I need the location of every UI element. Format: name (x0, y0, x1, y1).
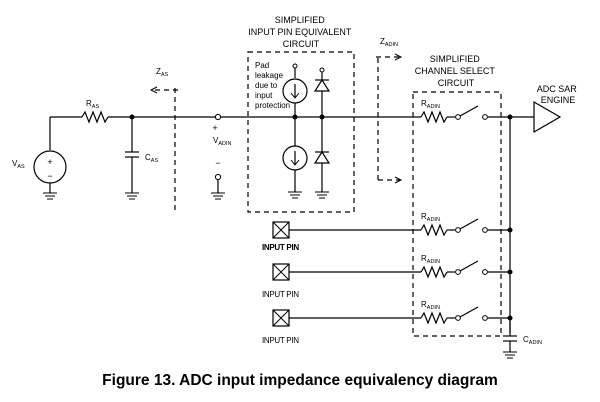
protection-diode-upper (313, 67, 331, 117)
capacitor-cas (125, 114, 139, 200)
main-signal-wire (49, 110, 534, 150)
channel-switch-3 (455, 260, 488, 275)
current-source-lower (282, 117, 308, 199)
input-pin-label-3: INPUT PIN (262, 290, 299, 299)
input-pin-3 (272, 263, 290, 281)
cas-label: CAS (145, 153, 158, 164)
current-source-upper (282, 63, 308, 117)
input-pin-label-2: INPUT PIN (262, 243, 299, 252)
channel-switch-4 (455, 306, 488, 321)
channel-select-box (412, 91, 502, 337)
zadin-label: ZADIN (380, 37, 398, 48)
source-plus: + (47, 157, 52, 167)
svg-text:+: + (212, 123, 217, 133)
vas-label: VAS (12, 159, 25, 170)
capacitor-cadin (503, 318, 517, 359)
vadin-label: VADIN (213, 136, 232, 147)
voltage-source-vas: + − (33, 150, 67, 200)
bus-node-1 (507, 114, 513, 120)
channel-switch-1 (455, 105, 488, 120)
zadin-arrow-lower (378, 176, 403, 184)
input-pin-equivalent-box (247, 51, 355, 213)
radin-label-1: RADIN (421, 99, 440, 110)
source-minus: − (47, 171, 52, 181)
adc-impedance-diagram: + − VAS RAS CAS ZAS + − (12, 15, 580, 359)
zas-arrow (149, 86, 178, 94)
input-pin-label-4: INPUT PIN (262, 336, 299, 345)
protection-diode-lower (313, 117, 331, 199)
pad-leakage-note: Pad leakage due to input protection (255, 61, 290, 110)
adc-sar-engine-label: ADC SAR ENGINE (537, 84, 580, 105)
channel-switch-2 (455, 218, 488, 233)
vadin-node: + − (211, 113, 225, 200)
zas-label: ZAS (156, 67, 169, 78)
radin-label-3: RADIN (421, 254, 440, 265)
cadin-label: CADIN (523, 335, 542, 346)
figure-caption: Figure 13. ADC input impedance equivalen… (102, 372, 498, 389)
input-pin-4 (272, 309, 290, 327)
input-pin-2 (272, 221, 290, 239)
input-pin-equivalent-title: SIMPLIFIED INPUT PIN EQUIVALENT CIRCUIT (248, 15, 354, 49)
radin-label-4: RADIN (421, 300, 440, 311)
adc-sar-engine-symbol (533, 100, 562, 134)
channel-select-title: SIMPLIFIED CHANNEL SELECT CIRCUIT (415, 54, 498, 88)
zadin-arrow (376, 53, 403, 61)
svg-text:−: − (215, 158, 220, 168)
ras-label: RAS (86, 99, 99, 110)
radin-label-2: RADIN (421, 212, 440, 223)
